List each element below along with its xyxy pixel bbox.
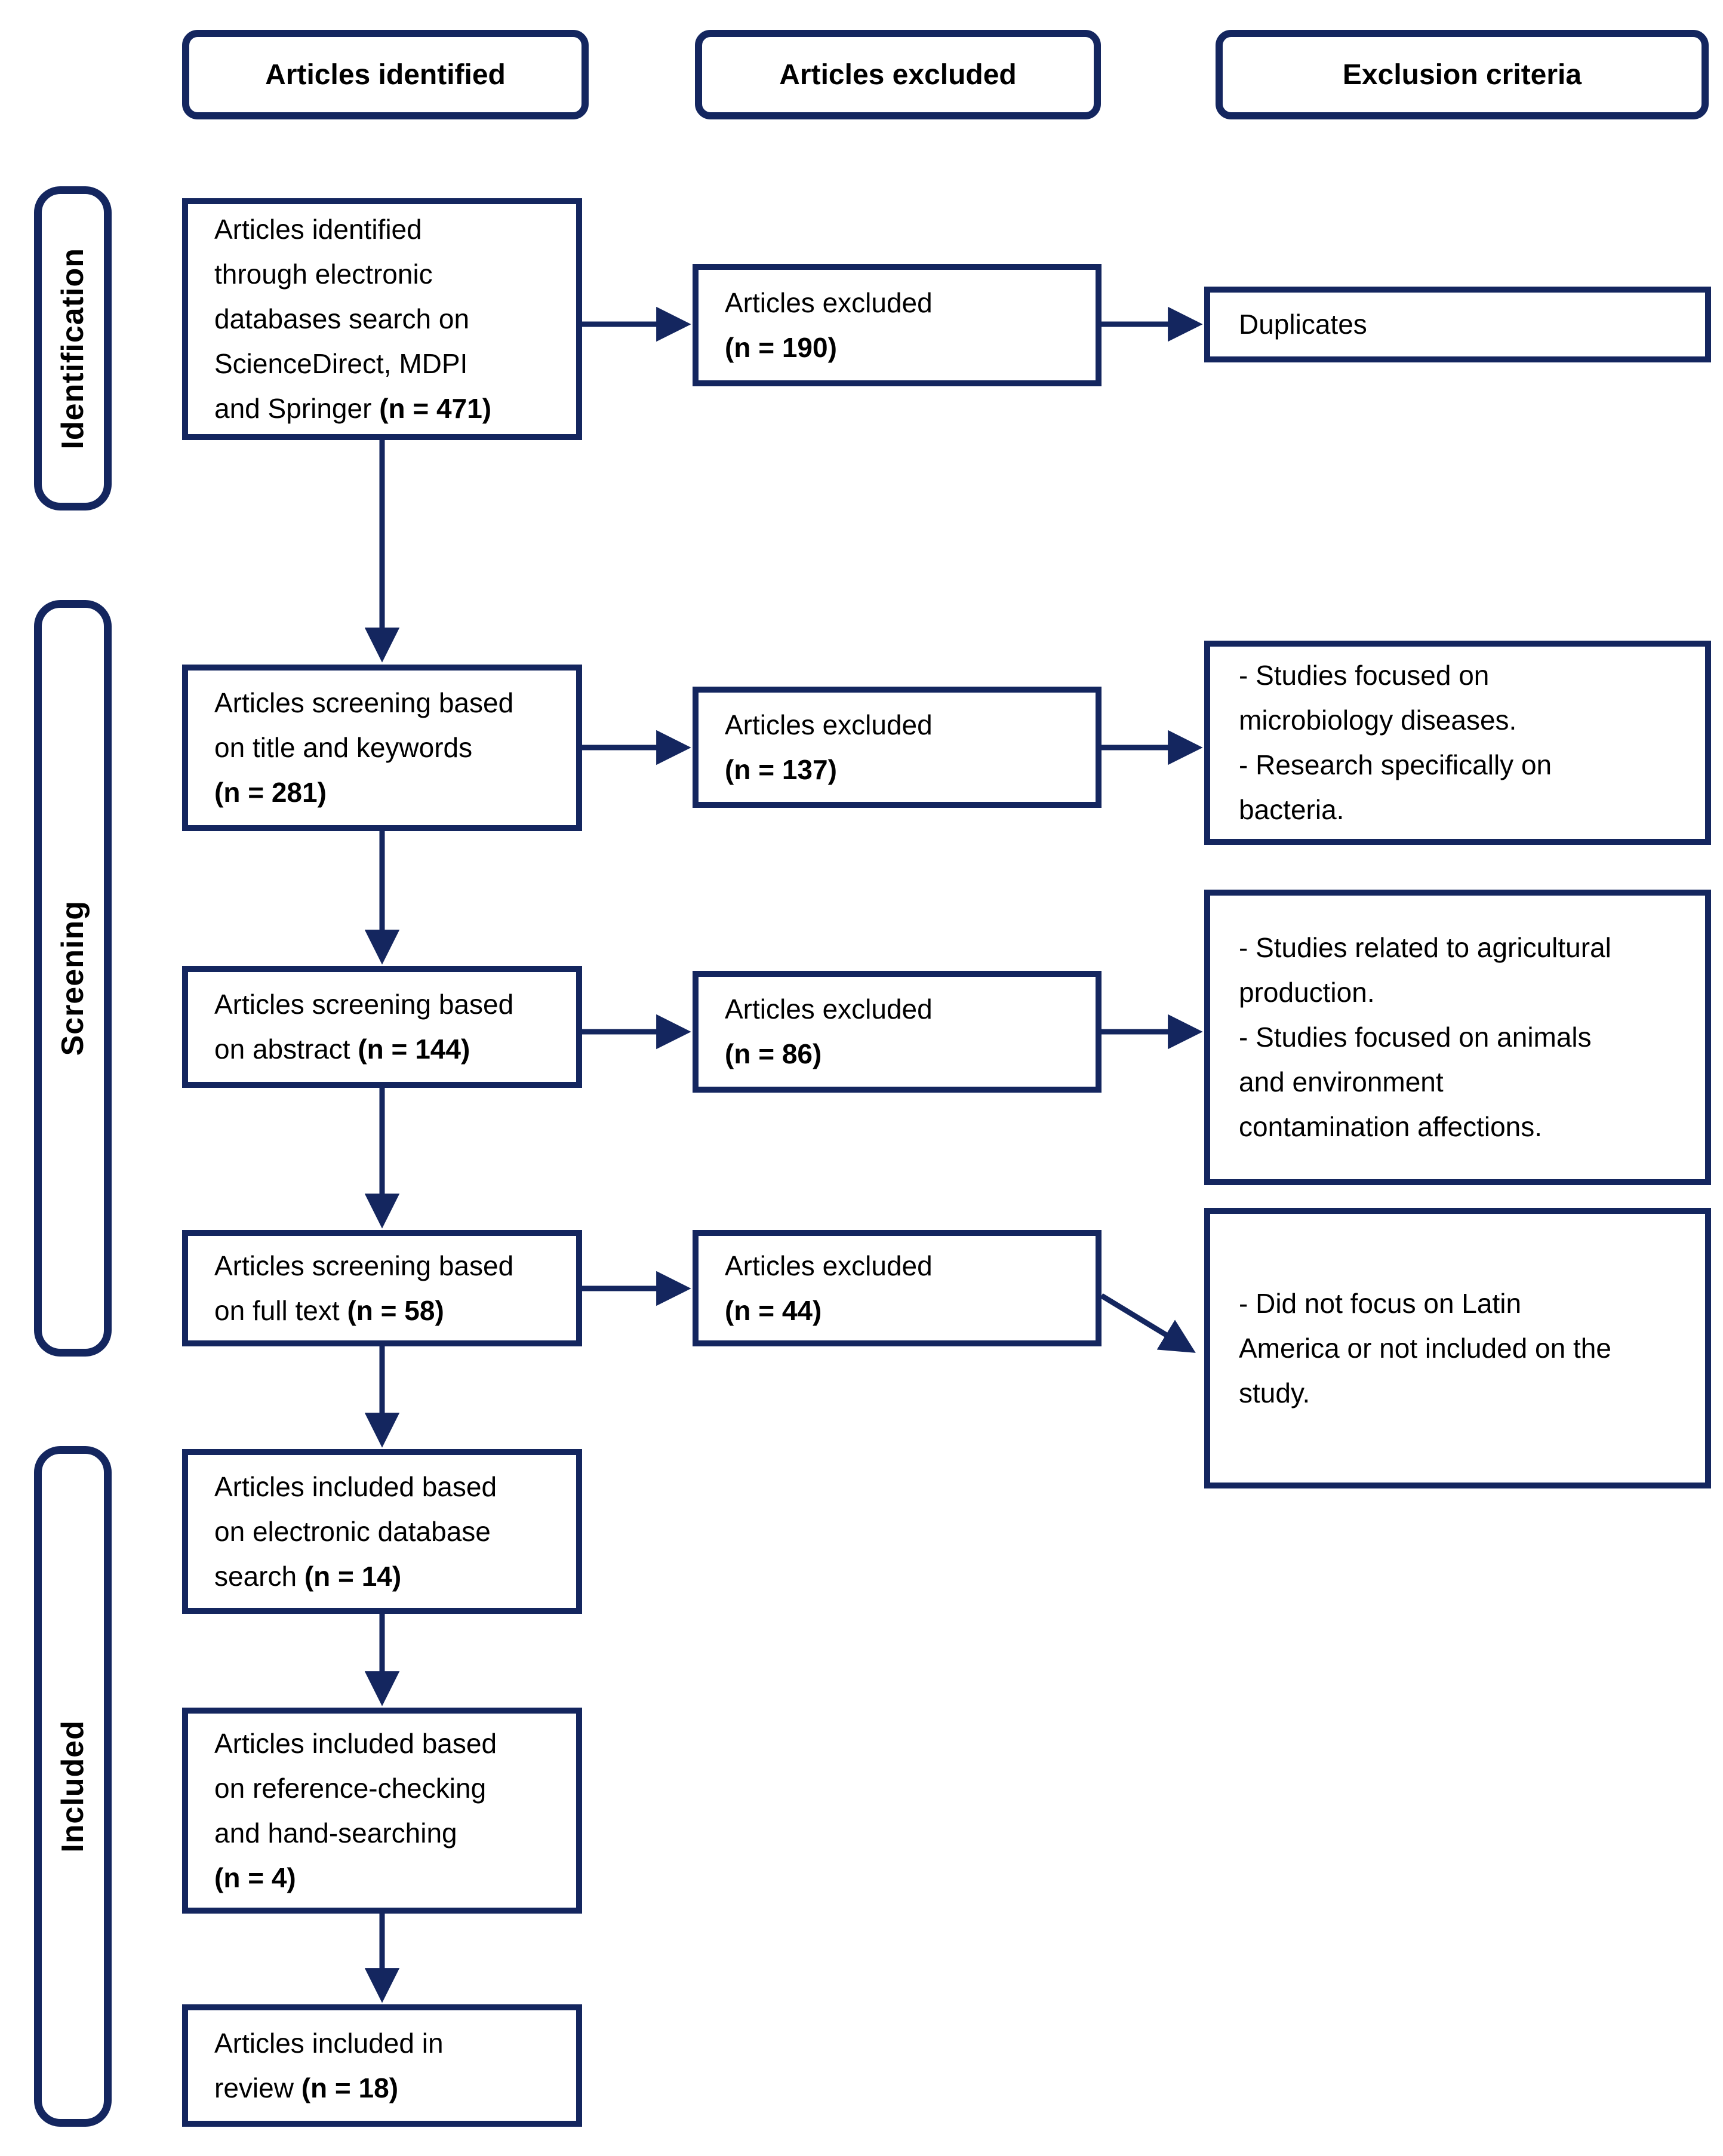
box-text-line: Articles excluded	[725, 287, 933, 318]
box-criteria-title: - Studies focused on microbiology disease…	[1204, 641, 1711, 845]
box-text-line: Articles excluded	[725, 994, 933, 1025]
box-text-line: review (n = 18)	[214, 2072, 399, 2103]
box-text-line: (n = 86)	[725, 1038, 822, 1069]
box-text-line: bacteria.	[1239, 794, 1344, 825]
header-exclusion-criteria-label: Exclusion criteria	[1342, 59, 1582, 91]
header-articles-identified: Articles identified	[182, 30, 589, 119]
box-included-reference-checking: Articles included based on reference-chec…	[182, 1708, 582, 1914]
box-text-line: Articles screening based	[214, 989, 514, 1020]
box-excluded-44: Articles excluded (n = 44)	[693, 1230, 1102, 1346]
box-text-line: search (n = 14)	[214, 1560, 402, 1592]
box-screening-title-keywords: Articles screening based on title and key…	[182, 665, 582, 831]
box-text-line: contamination affections.	[1239, 1111, 1543, 1142]
box-text-line: and Springer (n = 471)	[214, 393, 492, 424]
box-text-line: - Research specifically on	[1239, 749, 1552, 780]
box-text-line: - Studies focused on animals	[1239, 1022, 1592, 1053]
box-excluded-86: Articles excluded (n = 86)	[693, 971, 1102, 1093]
box-text-line: - Did not focus on Latin	[1239, 1287, 1522, 1319]
box-text-line: on reference-checking	[214, 1772, 487, 1804]
box-text-line: and environment	[1239, 1066, 1444, 1097]
box-text-line: through electronic	[214, 259, 433, 290]
stage-label-included-text: Included	[56, 1720, 90, 1853]
stage-label-identification: Identification	[34, 186, 112, 510]
box-text-line: Articles screening based	[214, 687, 514, 718]
box-text-line: Articles identified	[214, 214, 422, 245]
arrow-excluded44-to-criteria	[1100, 1293, 1196, 1353]
box-excluded-137: Articles excluded (n = 137)	[693, 687, 1102, 808]
box-text-line: production.	[1239, 977, 1375, 1008]
box-criteria-duplicates: Duplicates	[1204, 287, 1711, 362]
box-text-line: Articles included based	[214, 1471, 497, 1502]
box-text-line: on full text (n = 58)	[214, 1294, 444, 1326]
header-articles-identified-label: Articles identified	[265, 59, 506, 91]
box-text-line: (n = 44)	[725, 1294, 822, 1326]
box-text-line: and hand-searching	[214, 1817, 457, 1849]
box-text-line: Articles screening based	[214, 1250, 514, 1281]
box-screening-full-text: Articles screening based on full text (n …	[182, 1230, 582, 1346]
box-excluded-190: Articles excluded (n = 190)	[693, 264, 1102, 386]
box-text-line: Articles included based	[214, 1727, 497, 1759]
box-text-line: (n = 4)	[214, 1862, 296, 1893]
stage-label-identification-text: Identification	[56, 247, 90, 450]
box-text-line: (n = 137)	[725, 753, 837, 785]
box-text-line: Duplicates	[1239, 309, 1367, 340]
box-text-line: America or not included on the	[1239, 1332, 1611, 1364]
box-text-line: Articles included in	[214, 2027, 444, 2059]
box-text-line: - Studies related to agricultural	[1239, 932, 1611, 963]
box-screening-abstract: Articles screening based on abstract (n =…	[182, 966, 582, 1088]
box-text-line: Articles excluded	[725, 709, 933, 740]
stage-label-included: Included	[34, 1446, 112, 2127]
stage-label-screening: Screening	[34, 600, 112, 1357]
box-text-line: on abstract (n = 144)	[214, 1034, 470, 1065]
box-text-line: (n = 281)	[214, 777, 327, 808]
box-text-line: on title and keywords	[214, 732, 473, 763]
header-articles-excluded-label: Articles excluded	[779, 59, 1017, 91]
box-text-line: (n = 190)	[725, 331, 837, 363]
box-text-line: study.	[1239, 1377, 1310, 1408]
box-text-line: ScienceDirect, MDPI	[214, 348, 468, 379]
header-exclusion-criteria: Exclusion criteria	[1216, 30, 1709, 119]
box-criteria-abstract: - Studies related to agricultural product…	[1204, 890, 1711, 1185]
box-included-database-search: Articles included based on electronic dat…	[182, 1449, 582, 1614]
box-text-line: - Studies focused on	[1239, 660, 1490, 691]
box-text-line: Articles excluded	[725, 1250, 933, 1281]
stage-label-screening-text: Screening	[56, 900, 90, 1056]
box-text-line: databases search on	[214, 303, 470, 334]
box-text-line: on electronic database	[214, 1515, 491, 1547]
header-articles-excluded: Articles excluded	[695, 30, 1101, 119]
box-included-in-review: Articles included in review (n = 18)	[182, 2004, 582, 2127]
box-identified-records: Articles identified through electronic dat…	[182, 198, 582, 440]
box-text-line: microbiology diseases.	[1239, 705, 1517, 736]
